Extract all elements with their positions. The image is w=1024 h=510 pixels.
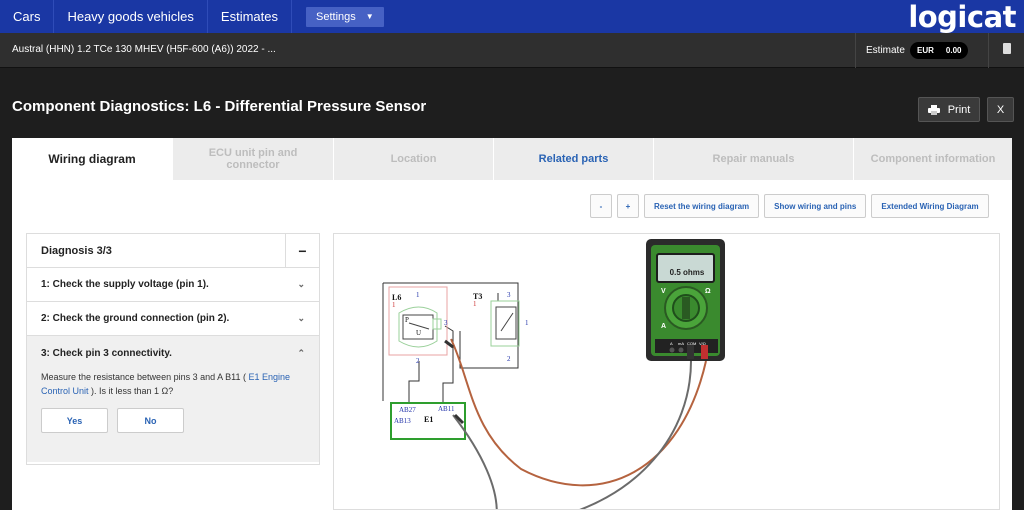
zoom-out-button[interactable]: -: [590, 194, 612, 218]
description-text: ). Is it less than 1 Ω?: [88, 386, 174, 396]
port-ma-label: mA: [678, 341, 684, 346]
multimeter[interactable]: 0.5 ohms V Ω A A mA COM V/Ω: [646, 239, 725, 361]
l6-sub-label: 1: [392, 301, 396, 309]
l6-label: L6: [392, 293, 401, 302]
description-text: Measure the resistance between pins 3 an…: [41, 372, 249, 382]
wiring-diagram: L6 1 1 2 3 P U T3 1 3 1 2 AB27 AB13 AB11…: [382, 239, 725, 509]
diagnosis-panel: Diagnosis 3/3 − 1: Check the supply volt…: [26, 233, 320, 465]
port-vohm-label: V/Ω: [699, 341, 706, 346]
nav-heavy-goods-vehicles[interactable]: Heavy goods vehicles: [54, 0, 208, 33]
print-button[interactable]: Print: [918, 97, 980, 122]
t3-pin1-label: 1: [525, 319, 529, 327]
step-description: Measure the resistance between pins 3 an…: [31, 370, 315, 398]
step-label: 3: Check pin 3 connectivity.: [41, 347, 172, 359]
estimate-amount: 0.00: [945, 46, 962, 55]
reset-wiring-diagram-button[interactable]: Reset the wiring diagram: [644, 194, 760, 218]
close-button[interactable]: X: [987, 97, 1014, 122]
meter-a-label: A: [661, 323, 666, 330]
divider: [988, 33, 989, 68]
chevron-down-icon: ⌄: [297, 313, 305, 323]
settings-dropdown[interactable]: Settings ▼: [306, 6, 384, 27]
ab11-pin-label: AB11: [438, 405, 455, 413]
extended-wiring-diagram-button[interactable]: Extended Wiring Diagram: [871, 194, 989, 218]
estimate-label: Estimate: [866, 45, 905, 56]
logo: logicat: [908, 0, 1016, 34]
port-a-label: A: [670, 341, 673, 346]
nav-estimates[interactable]: Estimates: [208, 0, 292, 33]
l6-pin1-label: 1: [416, 291, 420, 299]
t3-sub-label: 1: [473, 300, 477, 308]
e1-ecu-box[interactable]: [390, 402, 466, 440]
tab-ecu-unit-pin-and-connector[interactable]: ECU unit pin and connector: [172, 138, 333, 180]
tab-wiring-diagram[interactable]: Wiring diagram: [12, 138, 172, 180]
meter-reading: 0.5 ohms: [670, 268, 705, 277]
l6-sensor-box[interactable]: [388, 286, 448, 356]
tab-location[interactable]: Location: [333, 138, 493, 180]
diagnosis-step-3[interactable]: 3: Check pin 3 connectivity. ⌃: [31, 336, 315, 370]
zoom-in-button[interactable]: +: [617, 194, 639, 218]
t3-sensor-box[interactable]: [490, 300, 520, 347]
tab-bar: Wiring diagram ECU unit pin and connecto…: [12, 138, 1012, 180]
vehicle-label[interactable]: Austral (HHN) 1.2 TCe 130 MHEV (H5F-600 …: [12, 44, 276, 55]
no-button[interactable]: No: [117, 408, 184, 433]
chevron-down-icon: ⌄: [297, 279, 305, 289]
ab27-pin-label: AB27: [399, 406, 416, 414]
red-probe-lead: [450, 338, 707, 487]
top-nav-bar: Cars Heavy goods vehicles Estimates Sett…: [0, 0, 1024, 34]
e1-label: E1: [424, 415, 433, 424]
pressure-symbol: P: [405, 316, 409, 324]
yes-button[interactable]: Yes: [41, 408, 108, 433]
port-com-label: COM: [687, 341, 696, 346]
step-label: 2: Check the ground connection (pin 2).: [41, 313, 230, 324]
l6-pin2-label: 2: [416, 357, 420, 365]
vehicle-bar: Austral (HHN) 1.2 TCe 130 MHEV (H5F-600 …: [0, 33, 1024, 68]
page-title: Component Diagnostics: L6 - Differential…: [12, 98, 427, 115]
step-label: 1: Check the supply voltage (pin 1).: [41, 279, 209, 290]
printer-icon: [927, 104, 940, 115]
nav-cars[interactable]: Cars: [0, 0, 55, 33]
t3-pin3-label: 3: [507, 291, 511, 299]
print-label: Print: [947, 103, 971, 116]
t3-pin2-label: 2: [507, 355, 511, 363]
chevron-up-icon: ⌃: [297, 347, 305, 358]
tab-related-parts[interactable]: Related parts: [493, 138, 653, 180]
chevron-down-icon: ▼: [365, 12, 374, 21]
diagnosis-step-3-expanded: 3: Check pin 3 connectivity. ⌃ Measure t…: [27, 336, 319, 462]
diagnosis-step-2[interactable]: 2: Check the ground connection (pin 2). …: [27, 302, 319, 336]
meter-ohm-label: Ω: [705, 288, 711, 295]
ab13-pin-label: AB13: [394, 417, 411, 425]
tab-repair-manuals[interactable]: Repair manuals: [653, 138, 853, 180]
ecu-link[interactable]: E1 Engine Control Unit: [41, 372, 291, 396]
t3-label: T3: [473, 292, 482, 301]
l6-pin3-label: 3: [444, 319, 448, 327]
meter-v-label: V: [661, 288, 666, 295]
answer-buttons: Yes No: [31, 398, 315, 433]
estimate-total[interactable]: EUR 0.00: [910, 42, 968, 59]
black-probe-lead: [452, 360, 692, 509]
diagram-toolbar: - + Reset the wiring diagram Show wiring…: [590, 194, 989, 219]
calculator-icon[interactable]: [1003, 43, 1011, 54]
diagnosis-title: Diagnosis 3/3: [41, 244, 112, 257]
settings-label: Settings: [316, 10, 356, 23]
collapse-button[interactable]: −: [285, 234, 319, 267]
diagnosis-step-1[interactable]: 1: Check the supply voltage (pin 1). ⌄: [27, 268, 319, 302]
divider: [855, 33, 856, 68]
show-wiring-and-pins-button[interactable]: Show wiring and pins: [764, 194, 867, 218]
estimate-currency: EUR: [917, 46, 934, 55]
voltage-symbol: U: [416, 329, 421, 337]
diagnosis-header: Diagnosis 3/3 −: [27, 234, 319, 268]
tab-component-information[interactable]: Component information: [853, 138, 1012, 180]
wiring-diagram-canvas[interactable]: L6 1 1 2 3 P U T3 1 3 1 2 AB27 AB13 AB11…: [333, 233, 1000, 510]
